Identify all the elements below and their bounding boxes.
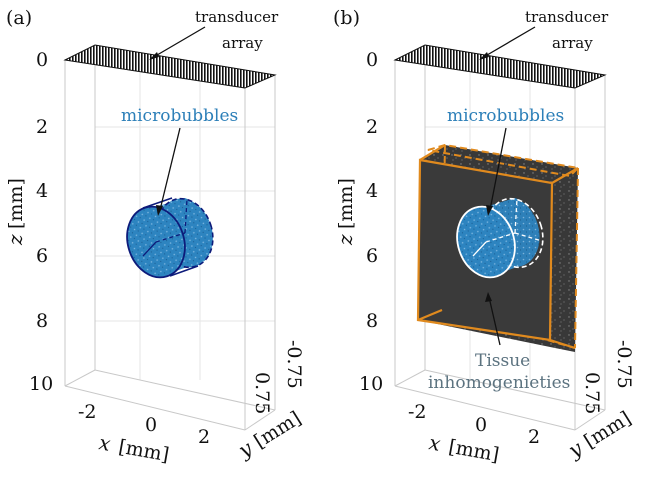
panel-a-microbubble-cylinder	[126, 197, 214, 279]
x-tick-label: 0	[145, 414, 157, 436]
panel-b-tissue-label-1: Tissue	[475, 351, 530, 371]
z-tick-label: 2	[366, 116, 378, 138]
z-tick-label: 6	[366, 245, 378, 267]
panel-a-x-axis: -2 0 2 x [mm]	[78, 401, 210, 466]
x-tick-label: 0	[475, 414, 487, 436]
panel-b-y-axis: -0.75 0.75 y [mm]	[563, 340, 635, 463]
y-tick-label: 0.75	[251, 372, 273, 414]
panel-b-label: (b)	[333, 7, 360, 29]
x-tick-label: -2	[408, 401, 427, 423]
panel-a-z-unit-label: [mm]	[5, 178, 27, 229]
z-tick-label: 10	[29, 373, 53, 395]
panel-b-transducer-arrow	[481, 26, 536, 59]
panel-a-microbubbles-label: microbubbles	[121, 106, 238, 126]
panel-a-transducer-array	[63, 44, 277, 89]
panel-a-transducer-label-2: array	[222, 34, 263, 52]
panel-b-z-unit-label: [mm]	[335, 178, 357, 229]
panel-b-transducer-arrowhead	[479, 52, 489, 60]
z-tick-label: 8	[36, 310, 48, 332]
y-tick-label: -0.75	[613, 340, 635, 389]
z-tick-label: 2	[36, 116, 48, 138]
panel-a-transducer-arrowhead	[149, 52, 159, 60]
panel-b-microbubbles-label: microbubbles	[447, 106, 564, 126]
panel-a-y-axis: -0.75 0.75 y [mm]	[233, 340, 305, 463]
panel-b-transducer-label-2: array	[552, 34, 593, 52]
panel-b-tissue-arrowhead	[485, 292, 492, 302]
panel-b-z-axis-label: z	[333, 234, 357, 246]
panel-a-z-axis-label: z	[3, 234, 27, 246]
panel-b-x-axis: -2 0 2 x [mm]	[408, 401, 540, 466]
panel-b-x-unit-label: [mm]	[447, 436, 501, 466]
y-tick-label: 0.75	[581, 372, 603, 414]
x-tick-label: 2	[198, 426, 210, 448]
panel-b: (b)	[333, 7, 635, 466]
panel-a: (a) transducer array	[3, 7, 305, 466]
panel-a-box	[64, 45, 276, 431]
panel-a-microbubbles-arrowhead	[156, 205, 163, 216]
z-tick-label: 8	[366, 310, 378, 332]
panel-b-tissue-arrow	[488, 296, 501, 346]
panel-a-x-unit-label: [mm]	[117, 436, 171, 466]
z-tick-label: 4	[366, 180, 378, 202]
z-tick-label: 6	[36, 245, 48, 267]
panel-a-x-axis-label: x	[97, 430, 112, 456]
panel-b-z-axis: 0 2 4 6 8 10 z [mm]	[333, 49, 383, 395]
x-tick-label: -2	[78, 401, 97, 423]
z-tick-label: 4	[36, 180, 48, 202]
panel-a-label: (a)	[6, 7, 32, 29]
panel-b-tissue-label-2: inhomogenieties	[428, 373, 570, 393]
x-tick-label: 2	[528, 426, 540, 448]
panel-b-microbubbles-arrowhead	[486, 205, 493, 216]
z-tick-label: 10	[359, 373, 383, 395]
panel-b-microbubbles-arrow	[489, 127, 507, 211]
z-tick-label: 0	[366, 49, 378, 71]
panel-a-microbubbles-arrow	[159, 127, 181, 211]
panel-b-x-axis-label: x	[427, 430, 442, 456]
panel-a-z-axis: 0 2 4 6 8 10 z [mm]	[3, 49, 53, 395]
panel-b-transducer-array	[393, 44, 607, 89]
panel-b-transducer-label-1: transducer	[525, 8, 609, 26]
panel-b-microbubble-cylinder	[456, 197, 544, 279]
panel-a-transducer-arrow	[151, 26, 206, 59]
panel-a-transducer-label-1: transducer	[195, 8, 279, 26]
z-tick-label: 0	[36, 49, 48, 71]
y-tick-label: -0.75	[283, 340, 305, 389]
